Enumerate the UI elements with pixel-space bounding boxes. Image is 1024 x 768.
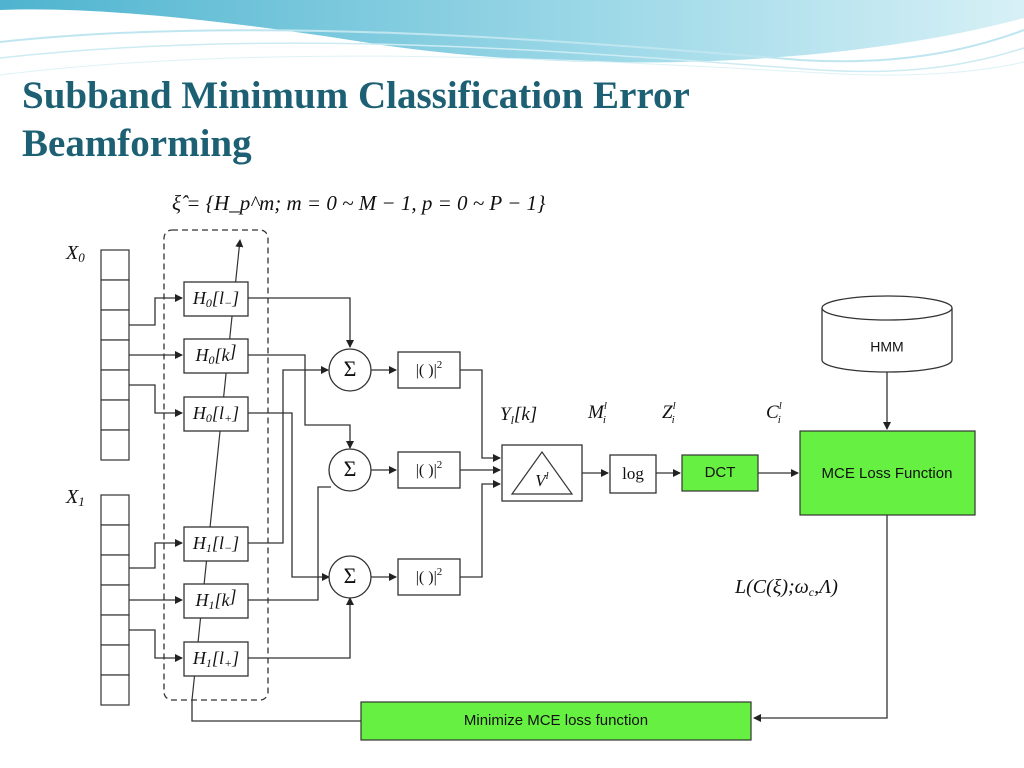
title-line-2: Beamforming [22,122,252,165]
svg-text:|( )|2: |( )|2 [416,459,443,479]
svg-text:Σ: Σ [344,456,357,481]
sum-node-1: Σ [328,348,372,392]
signal-y-label: Yl[k] [500,404,537,426]
svg-text:H1[l−]: H1[l−] [192,533,239,555]
input-buffer-x0 [100,249,130,461]
svg-text:H1[l+]: H1[l+] [192,648,239,670]
svg-text:H0[k]: H0[k] [194,341,236,367]
filter-group-dashed-box [163,229,269,701]
input-buffer-x1 [100,494,130,706]
input-x1-label: X1 [65,486,85,509]
svg-text:Σ: Σ [344,563,357,588]
svg-text:Σ: Σ [344,356,357,381]
slide-title: Subband Minimum Classification Error Bea… [22,72,902,168]
filter-h1-lminus: H1[l−] [183,526,249,562]
filter-h1-k: H1[k] [183,583,249,619]
dct-block: DCT [681,454,759,492]
svg-text:HMM: HMM [870,339,903,355]
svg-text:H0[l+]: H0[l+] [192,403,239,425]
svg-text:MCE Loss Function: MCE Loss Function [822,465,953,482]
sum-node-2: Σ [328,448,372,492]
mce-loss-block: MCE Loss Function [799,430,976,516]
minimize-loss-block: Minimize MCE loss function [360,701,752,741]
mel-filter-block: Vl [501,444,583,502]
svg-text:|( )|2: |( )|2 [416,566,443,586]
filter-h0-lminus: H0[l−] [183,281,249,317]
power-block-1: |( )|2 [397,351,461,389]
svg-text:H0[l−]: H0[l−] [192,288,239,310]
svg-text:DCT: DCT [705,464,736,481]
sum-node-3: Σ [328,555,372,599]
loss-formula: L(C(ξ);ωc,Λ) [734,576,838,599]
svg-text:|( )|2: |( )|2 [416,359,443,379]
hmm-database: HMM [821,295,953,373]
svg-text:Vl: Vl [535,470,548,490]
title-line-1: Subband Minimum Classification Error [22,74,690,117]
filter-h0-k: H0[k] [183,338,249,374]
power-block-2: |( )|2 [397,451,461,489]
update-line [191,239,244,701]
svg-text:H1[k]: H1[k] [194,586,236,612]
filter-h0-lplus: H0[l+] [183,396,249,432]
input-x0-label: X0 [65,242,85,265]
power-block-3: |( )|2 [397,558,461,596]
filter-h1-lplus: H1[l+] [183,641,249,677]
svg-text:Minimize MCE loss function: Minimize MCE loss function [464,712,648,729]
wave-decoration [0,0,1024,76]
log-block: log [609,454,657,494]
xi-formula: ξ̂ = {H_p^m; m = 0 ~ M − 1, p = 0 ~ P − … [172,191,546,215]
svg-text:log: log [622,464,644,483]
